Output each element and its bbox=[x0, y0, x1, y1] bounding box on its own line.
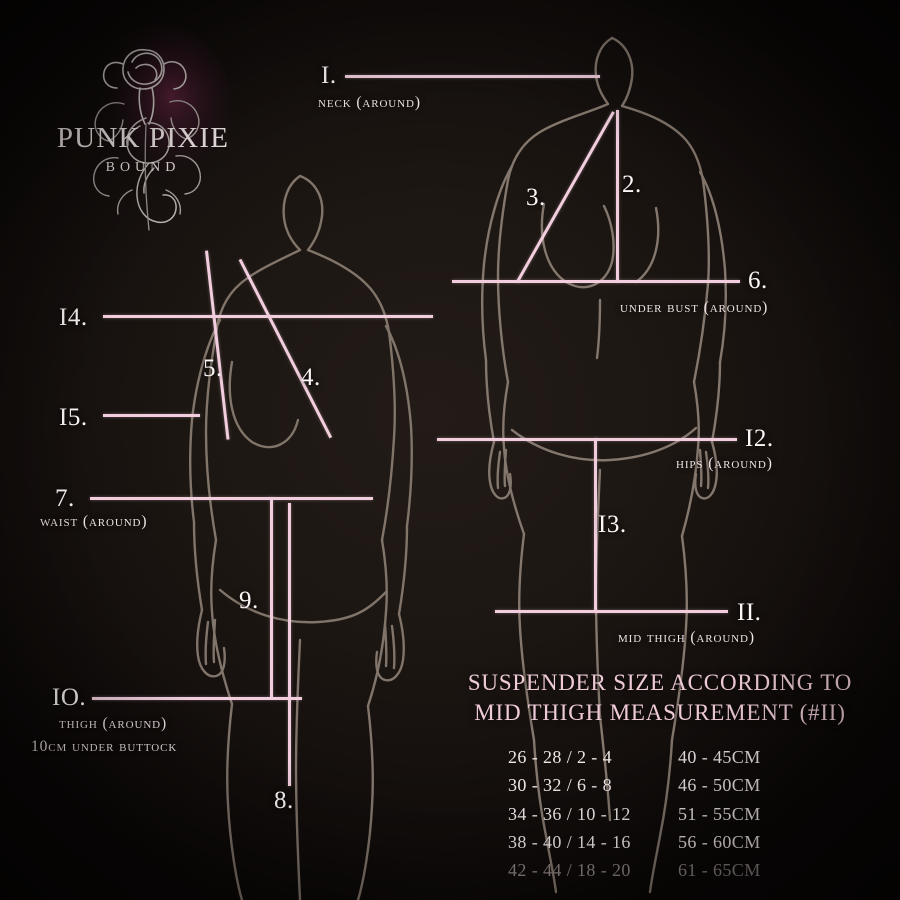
suspender-size-title: SUSPENDER SIZE ACCORDING TO MID THIGH ME… bbox=[430, 668, 890, 729]
range-value: 40 - 45CM bbox=[678, 746, 761, 767]
measurement-line-15 bbox=[103, 414, 200, 417]
measurement-number-12: I2. bbox=[745, 425, 774, 452]
size-value: 34 - 36 / 10 - 12 bbox=[508, 803, 631, 824]
measurement-label-7-waist: WAIST (AROUND) bbox=[40, 513, 148, 530]
table-row: 26 - 28 / 2 - 4 40 - 45CM bbox=[508, 743, 890, 771]
measurement-line-11-mid-thigh bbox=[495, 610, 728, 613]
table-row: 38 - 40 / 14 - 16 56 - 60CM bbox=[508, 828, 890, 856]
suspender-size-title-line2: MID THIGH MEASUREMENT (#II) bbox=[474, 700, 846, 726]
measurement-line-1-neck bbox=[345, 75, 600, 78]
measurement-number-10: IO. bbox=[52, 684, 87, 711]
measurement-line-9 bbox=[270, 497, 273, 698]
measurement-label-11-mid-thigh: MID THIGH (AROUND) bbox=[618, 629, 755, 646]
measurement-line-13 bbox=[594, 438, 597, 613]
rose-snake-logo-icon bbox=[88, 24, 232, 231]
measurement-number-7: 7. bbox=[55, 485, 75, 512]
measurement-line-2 bbox=[616, 110, 619, 282]
brand-subtitle: BOUND bbox=[105, 160, 181, 175]
measurement-number-9: 9. bbox=[239, 587, 259, 614]
measurement-number-14: I4. bbox=[59, 304, 88, 331]
range-value: 56 - 60CM bbox=[678, 832, 761, 853]
measurement-line-12-hips bbox=[437, 438, 737, 441]
range-value: 61 - 65CM bbox=[678, 860, 761, 881]
measurement-line-7-waist bbox=[90, 497, 373, 500]
measurement-line-8 bbox=[288, 503, 291, 786]
suspender-size-table: SUSPENDER SIZE ACCORDING TO MID THIGH ME… bbox=[430, 668, 890, 885]
size-value: 26 - 28 / 2 - 4 bbox=[508, 746, 612, 767]
suspender-size-rows: 26 - 28 / 2 - 4 40 - 45CM 30 - 32 / 6 - … bbox=[430, 743, 890, 885]
size-value: 42 - 44 / 18 - 20 bbox=[508, 860, 631, 881]
measurement-label-1-neck: NECK (AROUND) bbox=[318, 94, 421, 111]
measurement-number-5: 5. bbox=[203, 355, 223, 382]
measurement-line-10-thigh bbox=[92, 697, 302, 700]
table-row: 42 - 44 / 18 - 20 61 - 65CM bbox=[508, 856, 890, 884]
table-row: 30 - 32 / 6 - 8 46 - 50CM bbox=[508, 771, 890, 799]
measurement-number-13: I3. bbox=[598, 511, 627, 538]
brand-name: PUNK PIXIE bbox=[56, 122, 230, 154]
brand-logo: PUNK PIXIE BOUND bbox=[28, 18, 258, 233]
measurement-number-11: II. bbox=[737, 599, 762, 626]
measurement-label-12-hips: HIPS (AROUND) bbox=[676, 455, 773, 472]
suspender-size-title-line1: SUSPENDER SIZE ACCORDING TO bbox=[467, 670, 853, 695]
measurement-line-6-under-bust bbox=[452, 280, 740, 283]
range-value: 51 - 55CM bbox=[678, 803, 761, 824]
range-value: 46 - 50CM bbox=[678, 775, 761, 796]
measurement-number-4: 4. bbox=[301, 364, 321, 391]
measurement-number-8: 8. bbox=[274, 787, 294, 814]
measurement-label-10-buttock: 10CM UNDER BUTTOCK bbox=[31, 738, 178, 755]
table-row: 34 - 36 / 10 - 12 51 - 55CM bbox=[508, 800, 890, 828]
measurement-number-1: I. bbox=[321, 62, 337, 89]
measurement-number-2: 2. bbox=[622, 171, 642, 198]
size-value: 30 - 32 / 6 - 8 bbox=[508, 775, 612, 796]
size-value: 38 - 40 / 14 - 16 bbox=[508, 832, 631, 853]
measurement-number-15: I5. bbox=[59, 404, 88, 431]
measurement-label-10-thigh: THIGH (AROUND) bbox=[59, 715, 168, 732]
measurement-label-6-under-bust: UNDER BUST (AROUND) bbox=[620, 299, 769, 316]
measurement-number-3: 3. bbox=[526, 184, 546, 211]
measurement-number-6: 6. bbox=[748, 267, 768, 294]
